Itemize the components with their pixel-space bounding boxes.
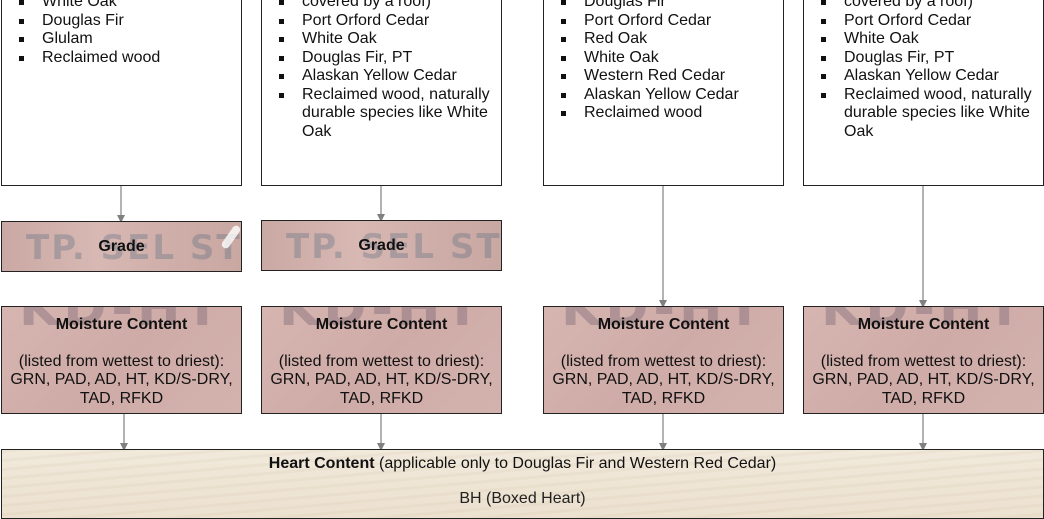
heart-content-header: Heart Content (applicable only to Dougla… bbox=[2, 455, 1043, 473]
moisture-subtitle: (listed from wettest to driest): bbox=[820, 352, 1027, 370]
species-item: Western Red Cedar bbox=[544, 67, 783, 86]
species-item: White Oak bbox=[804, 30, 1043, 49]
species-item: Douglas Fir bbox=[544, 0, 783, 12]
grade-label: Grade bbox=[358, 236, 405, 254]
species-item: Douglas Fir bbox=[2, 12, 241, 31]
moisture-title: Moisture Content bbox=[597, 316, 730, 333]
species-item: Glulam bbox=[2, 30, 241, 49]
species-item: Douglas Fir, PT bbox=[804, 49, 1043, 68]
grade-stamp-image: TP. SEL STR bbox=[26, 228, 242, 268]
species-item: covered by a roof) bbox=[262, 0, 501, 12]
species-item: White Oak bbox=[262, 30, 501, 49]
species-item: covered by a roof) bbox=[804, 0, 1043, 12]
species-item: Port Orford Cedar bbox=[544, 12, 783, 31]
grade-label: Grade bbox=[98, 237, 145, 255]
moisture-title: Moisture Content bbox=[55, 316, 188, 333]
species-box-4: covered by a roof) Port Orford Cedar Whi… bbox=[803, 0, 1044, 186]
species-box-2: covered by a roof) Port Orford Cedar Whi… bbox=[261, 0, 502, 186]
grade-box-2: TP. SEL STR Grade bbox=[261, 220, 502, 271]
moisture-values: GRN, PAD, AD, HT, KD/S-DRY, TAD, RFKD bbox=[270, 371, 493, 407]
connector-arrows bbox=[117, 186, 927, 451]
species-list-4: covered by a roof) Port Orford Cedar Whi… bbox=[804, 0, 1043, 141]
heart-content-note: (applicable only to Douglas Fir and West… bbox=[374, 455, 777, 472]
species-item: Red Oak bbox=[544, 30, 783, 49]
species-box-1: White Oak Douglas Fir Glulam Reclaimed w… bbox=[1, 0, 242, 186]
species-item: Alaskan Yellow Cedar bbox=[804, 67, 1043, 86]
species-list-2: covered by a roof) Port Orford Cedar Whi… bbox=[262, 0, 501, 141]
grade-stamp-image: TP. SEL STR bbox=[286, 227, 502, 267]
species-item: Port Orford Cedar bbox=[262, 12, 501, 31]
species-item: Alaskan Yellow Cedar bbox=[262, 67, 501, 86]
moisture-subtitle: (listed from wettest to driest): bbox=[560, 352, 767, 370]
heart-content-option: BH (Boxed Heart) bbox=[459, 490, 586, 507]
moisture-title: Moisture Content bbox=[857, 316, 990, 333]
moisture-box-3: KD-HT Moisture Content (listed from wett… bbox=[543, 306, 784, 414]
species-item: Reclaimed wood bbox=[544, 104, 783, 123]
species-item: Reclaimed wood, naturally durable specie… bbox=[804, 86, 1043, 142]
moisture-subtitle: (listed from wettest to driest): bbox=[18, 352, 225, 370]
moisture-values: GRN, PAD, AD, HT, KD/S-DRY, TAD, RFKD bbox=[812, 371, 1035, 407]
species-item: White Oak bbox=[544, 49, 783, 68]
species-item: Douglas Fir, PT bbox=[262, 49, 501, 68]
species-list-3: Douglas Fir Port Orford Cedar Red Oak Wh… bbox=[544, 0, 783, 123]
species-item: White Oak bbox=[2, 0, 241, 12]
moisture-box-1: KD-HT Moisture Content (listed from wett… bbox=[1, 306, 242, 414]
species-item: Alaskan Yellow Cedar bbox=[544, 86, 783, 105]
moisture-subtitle: (listed from wettest to driest): bbox=[278, 352, 485, 370]
species-box-3: Douglas Fir Port Orford Cedar Red Oak Wh… bbox=[543, 0, 784, 186]
species-item: Reclaimed wood, naturally durable specie… bbox=[262, 86, 501, 142]
moisture-box-4: KD-HT Moisture Content (listed from wett… bbox=[803, 306, 1044, 414]
species-item: Port Orford Cedar bbox=[804, 12, 1043, 31]
heart-content-title: Heart Content bbox=[268, 455, 375, 472]
species-item: Reclaimed wood bbox=[2, 49, 241, 68]
heart-content-box: Heart Content (applicable only to Dougla… bbox=[1, 449, 1044, 519]
moisture-values: GRN, PAD, AD, HT, KD/S-DRY, TAD, RFKD bbox=[552, 371, 775, 407]
grade-box-1: TP. SEL STR Grade bbox=[1, 221, 242, 272]
moisture-title: Moisture Content bbox=[315, 316, 448, 333]
moisture-values: GRN, PAD, AD, HT, KD/S-DRY, TAD, RFKD bbox=[10, 371, 233, 407]
moisture-box-2: KD-HT Moisture Content (listed from wett… bbox=[261, 306, 502, 414]
species-list-1: White Oak Douglas Fir Glulam Reclaimed w… bbox=[2, 0, 241, 67]
